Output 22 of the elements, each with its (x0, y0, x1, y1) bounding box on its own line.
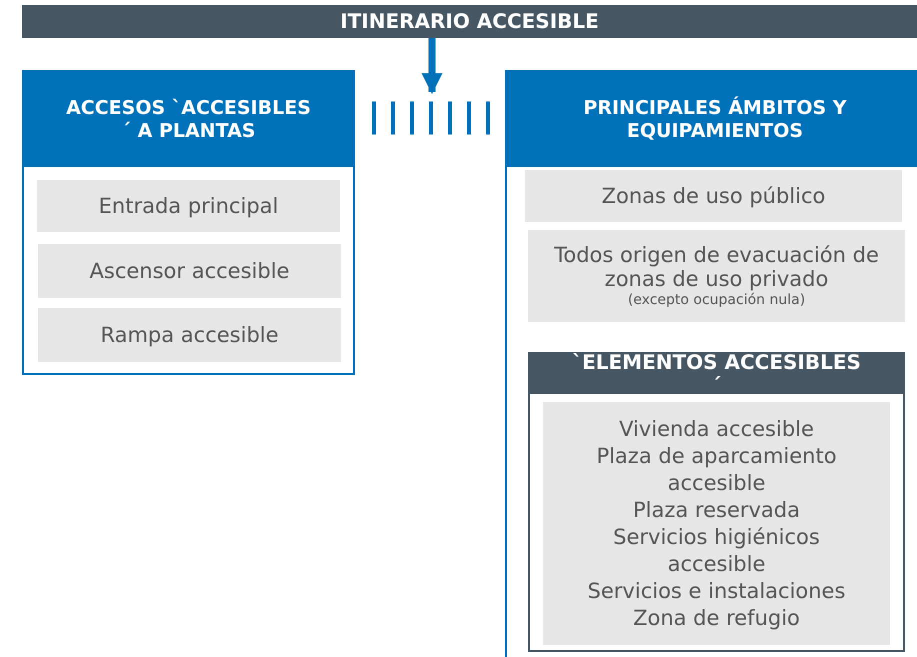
list-item: Entrada principal (37, 180, 340, 232)
note-text: (excepto ocupación nula) (628, 291, 806, 309)
list-box (528, 230, 905, 322)
item-text: Plaza reservada (632, 496, 800, 524)
subpanel (528, 352, 905, 652)
item-text: Vivienda accesible (619, 416, 814, 442)
list-item: Ascensor accesible (38, 244, 341, 298)
item-text: Servicios e instalaciones (588, 578, 846, 604)
title-banner: ITINERARIO ACCESIBLE (22, 5, 917, 38)
list-item: Rampa accesible (38, 308, 341, 362)
item-text: Plaza de aparcamiento accesible (595, 442, 838, 496)
item-text: Zona de refugio (633, 604, 800, 632)
arrow (422, 38, 442, 94)
panel-header: `ELEMENTOS ACCESIBLES´ (530, 354, 903, 394)
list-box (543, 402, 890, 645)
item-text: Servicios higiénicos accesible (612, 524, 821, 578)
list-item: Zonas de uso público (525, 170, 902, 222)
panel-header: PRINCIPALES ÁMBITOS Y EQUIPAMIENTOS (507, 72, 917, 167)
panel (505, 70, 917, 657)
panel (22, 70, 355, 375)
panel-header: ACCESOS `ACCESIBLES´ A PLANTAS (24, 72, 353, 167)
item-text: Todos origen de evacuación de zonas de uso privado (553, 243, 880, 291)
